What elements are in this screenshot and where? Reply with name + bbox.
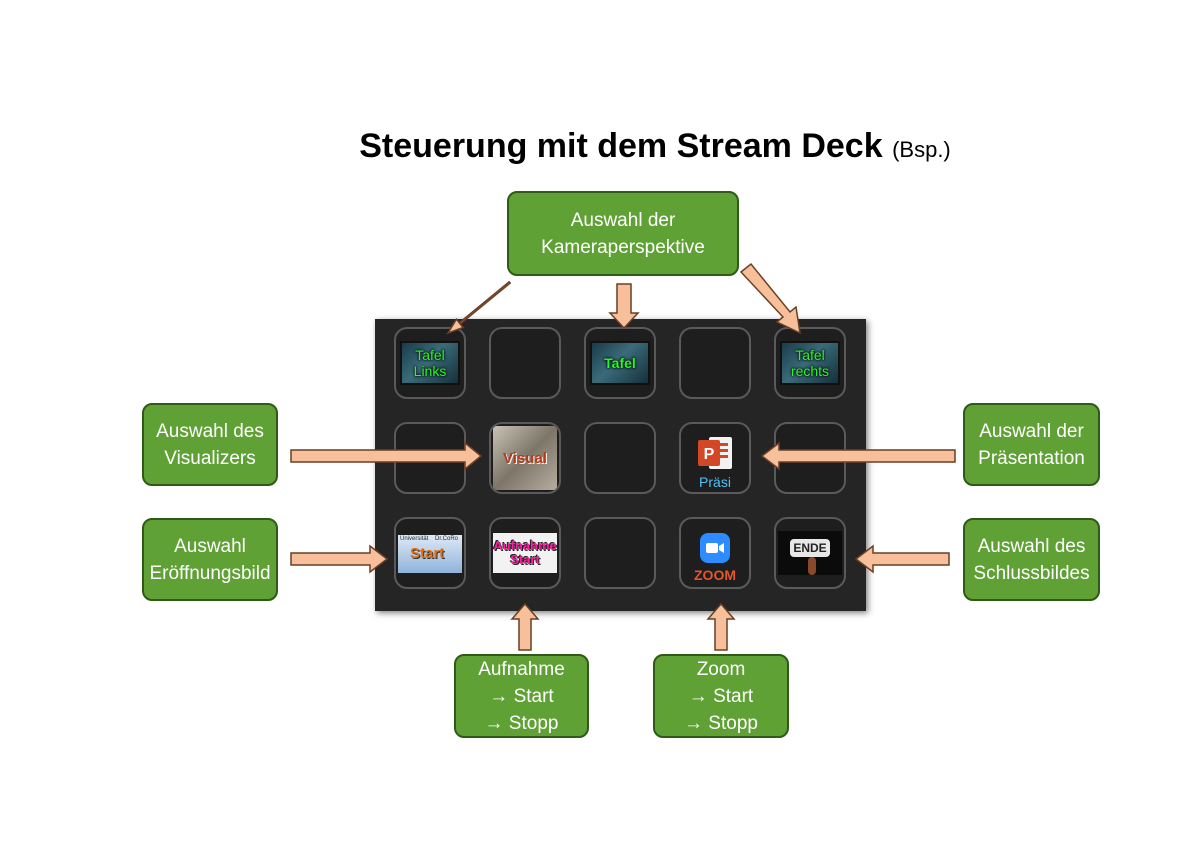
key-praesi[interactable]: P Präsi bbox=[679, 422, 751, 494]
aufnahme-line1: Aufnahme bbox=[493, 538, 557, 553]
callout-visualizer: Auswahl des Visualizers bbox=[142, 403, 278, 486]
callout-schlussbild: Auswahl des Schlussbildes bbox=[963, 518, 1100, 601]
eroeffnungsbild-thumbnail: Universität Dr.CoRo Start bbox=[398, 535, 462, 573]
visual-label: Visual bbox=[503, 449, 547, 467]
tafel-rechts-thumbnail: Tafel rechts bbox=[780, 341, 840, 385]
arrow-visualizer-to-visual bbox=[290, 441, 483, 471]
title-sub: (Bsp.) bbox=[892, 137, 951, 162]
key-visual[interactable]: Visual bbox=[489, 422, 561, 494]
key-empty-r3c3[interactable] bbox=[584, 517, 656, 589]
start-small-left: Universität bbox=[400, 536, 429, 542]
title-main: Steuerung mit dem Stream Deck bbox=[359, 127, 883, 165]
callout-zoom: Zoom → Start → Stopp bbox=[653, 654, 789, 738]
tafel-thumbnail: Tafel bbox=[590, 341, 650, 385]
start-label: Start bbox=[410, 545, 445, 562]
callout-schluss-line1: Auswahl des bbox=[977, 535, 1086, 557]
aufnahme-line2: Start bbox=[510, 552, 540, 567]
visualizer-thumbnail: Visual bbox=[493, 426, 557, 490]
key-tafel-links[interactable]: Tafel Links bbox=[394, 327, 466, 399]
finger-icon bbox=[808, 557, 816, 575]
callout-zoom-line3: → Stopp bbox=[684, 712, 758, 734]
schlussbild-thumbnail: ENDE bbox=[778, 531, 842, 575]
svg-text:P: P bbox=[704, 446, 715, 463]
key-start[interactable]: Universität Dr.CoRo Start bbox=[394, 517, 466, 589]
callout-aufnahme: Aufnahme → Start → Stopp bbox=[454, 654, 589, 738]
callout-eroeffnung-line2: Eröffnungsbild bbox=[149, 562, 271, 584]
arrow-eroeffnung-to-start bbox=[290, 544, 389, 574]
callout-kamera-line1: Auswahl der bbox=[570, 209, 676, 231]
arrow-zoom-to-key bbox=[706, 602, 736, 651]
callout-visualizer-line2: Visualizers bbox=[164, 447, 256, 469]
arrow-kamera-to-tafel bbox=[608, 283, 640, 330]
key-tafel[interactable]: Tafel bbox=[584, 327, 656, 399]
callout-zoom-line2: → Start bbox=[688, 685, 754, 707]
key-empty-r1c2[interactable] bbox=[489, 327, 561, 399]
callout-eroeffnungsbild: Auswahl Eröffnungsbild bbox=[142, 518, 278, 601]
stream-deck: Tafel Links Tafel Tafel rechts Visual bbox=[375, 319, 866, 611]
arrow-praesentation-to-praesi bbox=[760, 441, 956, 471]
praesi-label: Präsi bbox=[699, 474, 731, 490]
key-tafel-rechts[interactable]: Tafel rechts bbox=[774, 327, 846, 399]
callout-visualizer-line1: Auswahl des bbox=[156, 420, 264, 442]
callout-kameraperspektive: Auswahl der Kameraperspektive bbox=[507, 191, 739, 276]
tafel-links-line2: Links bbox=[413, 363, 447, 379]
key-empty-r2c3[interactable] bbox=[584, 422, 656, 494]
callout-zoom-line1: Zoom bbox=[696, 658, 746, 680]
zoom-label: ZOOM bbox=[694, 567, 736, 583]
tafel-label: Tafel bbox=[604, 355, 636, 371]
key-ende[interactable]: ENDE bbox=[774, 517, 846, 589]
callout-aufnahme-line1: Aufnahme bbox=[478, 658, 565, 680]
arrow-kamera-to-tafel-rechts bbox=[739, 262, 801, 335]
arrow-aufnahme-to-key bbox=[510, 602, 540, 651]
callout-kamera-line2: Kameraperspektive bbox=[541, 236, 705, 258]
callout-eroeffnung-line1: Auswahl bbox=[174, 535, 246, 557]
start-small-right: Dr.CoRo bbox=[434, 536, 458, 542]
key-aufnahme[interactable]: Aufnahme Start bbox=[489, 517, 561, 589]
callout-aufnahme-line2: → Start bbox=[489, 685, 554, 707]
ende-label: ENDE bbox=[790, 539, 830, 557]
callout-schluss-line2: Schlussbildes bbox=[973, 562, 1090, 584]
callout-praesentation: Auswahl der Präsentation bbox=[963, 403, 1100, 486]
powerpoint-icon: P bbox=[698, 437, 732, 469]
tafel-links-thumbnail: Tafel Links bbox=[400, 341, 460, 385]
tafel-rechts-line1: Tafel bbox=[795, 347, 825, 363]
tafel-links-line1: Tafel bbox=[415, 347, 445, 363]
arrow-schluss-to-ende bbox=[854, 544, 950, 574]
aufnahme-thumbnail: Aufnahme Start bbox=[493, 533, 557, 573]
diagram-title: Steuerung mit dem Stream Deck (Bsp.) bbox=[0, 127, 1200, 166]
callout-aufnahme-line3: → Stopp bbox=[484, 712, 559, 734]
key-empty-r1c4[interactable] bbox=[679, 327, 751, 399]
callout-praesentation-line1: Auswahl der bbox=[979, 420, 1084, 442]
zoom-camera-icon bbox=[700, 533, 730, 563]
tafel-rechts-line2: rechts bbox=[790, 363, 830, 379]
callout-praesentation-line2: Präsentation bbox=[978, 447, 1085, 469]
key-zoom[interactable]: ZOOM bbox=[679, 517, 751, 589]
arrow-kamera-to-tafel-links bbox=[446, 280, 512, 335]
